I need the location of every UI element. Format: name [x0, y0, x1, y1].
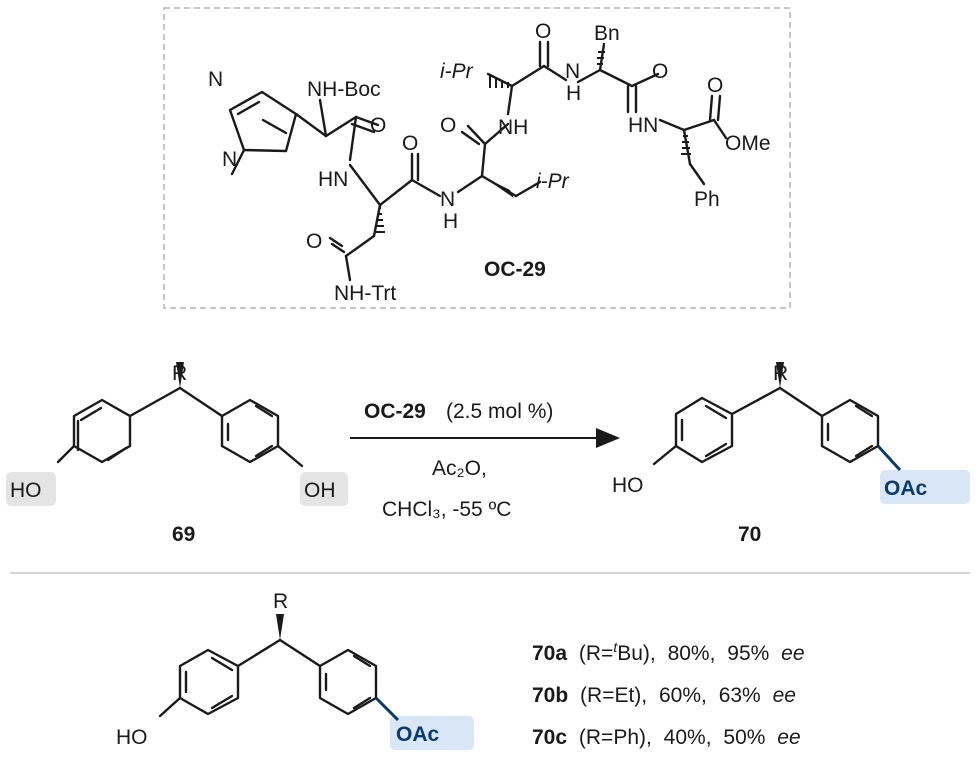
label-h-top: H	[566, 82, 581, 105]
results-list: 70a (R=tBu), 80%, 95% ee 70b (R=Et), 60%…	[532, 639, 805, 749]
asn-alpha-hash	[375, 207, 385, 233]
leu-alpha-wedge	[482, 176, 514, 198]
conditions-catalyst-line: OC-29 (2.5 mol %)	[364, 400, 553, 423]
product-oac: OAc	[884, 477, 928, 500]
label-o-side-chain: O	[306, 230, 322, 253]
label-nh-boc: NH-Boc	[307, 78, 381, 101]
label-bn: Bn	[594, 22, 620, 45]
phe-ome-alpha-hash	[681, 135, 691, 155]
oh-left-highlight	[6, 472, 56, 506]
val-alpha-hash	[489, 76, 509, 88]
results-bonds	[158, 638, 378, 718]
label-o-ester: O	[707, 74, 723, 97]
label-o-mid: O	[440, 114, 456, 137]
product-ho: HO	[612, 474, 644, 497]
product-wedge	[776, 362, 784, 388]
label-o-left-carbonyl: O	[370, 114, 386, 137]
results-oac-highlight	[390, 716, 474, 750]
product-bonds	[652, 386, 880, 466]
product-70: R HO OAc 70	[612, 362, 970, 546]
product-oac-bond	[876, 444, 902, 472]
catalyst-wedge-bonds	[375, 51, 691, 233]
product-compound: 70	[738, 523, 761, 546]
phe-alpha-hash	[597, 51, 605, 65]
substrate-oh-right: OH	[304, 479, 336, 502]
label-o-top-right: O	[652, 60, 668, 83]
results-r: R	[273, 590, 288, 613]
label-ipr-lower: i-Pr	[536, 170, 570, 193]
result-row-70b: 70b (R=Et), 60%, 63% ee	[532, 684, 796, 707]
results-oac-bond	[374, 696, 400, 722]
label-h-mid: H	[443, 210, 458, 233]
catalyst-box: N N NH-Boc HN O O O NH-Trt N H O NH i-Pr…	[163, 7, 791, 309]
catalyst-frame	[163, 7, 791, 309]
substrate-wedge	[176, 362, 184, 388]
results-oac: OAc	[396, 723, 440, 746]
results-wedge	[276, 614, 284, 640]
label-nh-upper: NH	[498, 116, 528, 139]
conditions-loading: (2.5 mol %)	[446, 400, 553, 423]
label-n-top: N	[565, 60, 580, 83]
result-row-70a: 70a (R=tBu), 80%, 95% ee	[532, 639, 805, 665]
oh-right-highlight	[300, 472, 348, 506]
label-ome: OMe	[725, 132, 771, 155]
catalyst-bonds	[228, 40, 728, 282]
conditions-solvent-temp: CHCl₃, -55 ºC	[382, 498, 511, 521]
substrate-compound: 69	[172, 523, 195, 546]
substrate-oh-left: HO	[10, 479, 42, 502]
reaction-arrow-group: OC-29 (2.5 mol %) Ac₂O, CHCl₃, -55 ºC	[350, 400, 620, 521]
label-ph: Ph	[694, 188, 720, 211]
catalyst-name: OC-29	[484, 258, 546, 281]
product-oac-highlight	[880, 470, 970, 504]
product-r: R	[773, 362, 788, 385]
label-imidazole-n: N	[208, 68, 223, 91]
conditions-reagent: Ac₂O,	[432, 457, 487, 480]
substrate-69: R HO OH 69	[6, 362, 348, 546]
label-o-top: O	[535, 20, 551, 43]
label-nh-trt: NH-Trt	[334, 282, 396, 305]
results-structure: R HO OAc	[116, 590, 474, 750]
result-row-70c: 70c (R=Ph), 40%, 50% ee	[532, 726, 801, 749]
results-ho: HO	[116, 726, 148, 749]
label-hn-right: HN	[628, 114, 658, 137]
catalyst-labels: N N NH-Boc HN O O O NH-Trt N H O NH i-Pr…	[208, 20, 771, 305]
label-n-mid: N	[440, 188, 455, 211]
substrate-r: R	[172, 362, 187, 385]
label-hn-left: HN	[318, 168, 348, 191]
label-imidazole-nme: N	[222, 148, 237, 171]
conditions-catalyst: OC-29	[364, 400, 426, 423]
label-ipr-upper: i-Pr	[440, 60, 474, 83]
substrate-bonds	[56, 386, 304, 468]
label-o-asn-carbonyl: O	[402, 132, 418, 155]
